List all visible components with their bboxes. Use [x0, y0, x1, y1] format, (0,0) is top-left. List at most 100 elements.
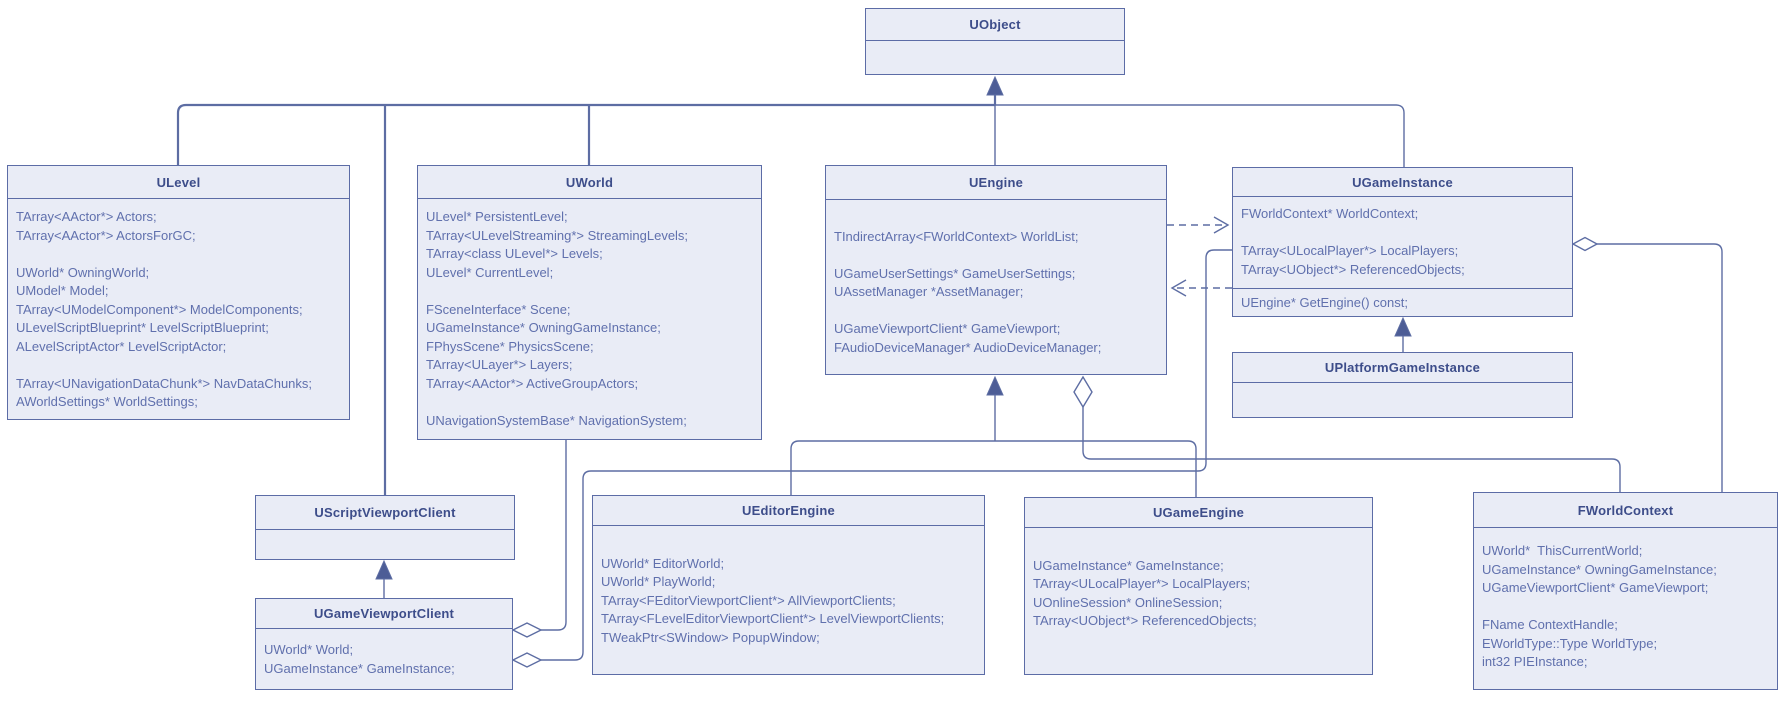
connector-line[interactable]: [541, 440, 567, 631]
class-member-line: UWorld* EditorWorld;: [601, 555, 725, 571]
class-box-uobject[interactable]: UObject: [865, 8, 1125, 75]
inheritance-arrowhead-icon: [375, 559, 393, 580]
aggregation-diamond-icon: [511, 652, 543, 668]
class-title-uobject: UObject: [866, 9, 1124, 41]
dependency-arrowhead-icon: [1213, 216, 1230, 234]
class-member-line: FAudioDeviceManager* AudioDeviceManager;: [834, 339, 1102, 355]
class-section-ulevel-0: TArray<AActor*> Actors;TArray<AActor*> A…: [8, 199, 349, 412]
class-member-line: TIndirectArray<FWorldContext> WorldList;: [834, 228, 1079, 244]
class-member-line: TArray<UNavigationDataChunk*> NavDataChu…: [16, 375, 313, 391]
class-member-line: EWorldType::Type WorldType;: [1482, 635, 1658, 651]
connector-line[interactable]: [176, 103, 995, 165]
class-member-line: UGameInstance* OwningGameInstance;: [426, 320, 661, 335]
class-member-line: [426, 393, 761, 412]
class-section-uworld-0: ULevel* PersistentLevel;TArray<ULevelStr…: [418, 199, 761, 430]
aggregation-diamond-icon: [1571, 236, 1599, 252]
connector-generalization-platformgameinstance-to-gameinstance[interactable]: [1394, 316, 1412, 352]
class-member-line: [834, 209, 1166, 228]
class-member-line: ALevelScriptActor* LevelScriptActor;: [16, 338, 227, 354]
class-section-ugameinstance-0: FWorldContext* WorldContext;TArray<ULoca…: [1233, 197, 1572, 288]
connector-line[interactable]: [995, 104, 1405, 167]
class-section-fworldcontext-0: UWorld* ThisCurrentWorld;UGameInstance* …: [1474, 528, 1777, 672]
class-member-line: [834, 246, 1166, 265]
class-member-line: TArray<FEditorViewportClient*> AllViewpo…: [601, 592, 896, 608]
class-title-ulevel: ULevel: [8, 166, 349, 199]
class-section-ugameengine-0: UGameInstance* GameInstance;TArray<ULoca…: [1025, 528, 1372, 631]
class-member-line: [426, 282, 761, 301]
class-member-line: AWorldSettings* WorldSettings;: [16, 394, 198, 409]
class-member-line: UModel* Model;: [16, 283, 109, 298]
class-section-ueditorengine-0: UWorld* EditorWorld; UWorld* PlayWorld; TA…: [593, 526, 984, 647]
connector-line[interactable]: [790, 440, 1197, 497]
connector-generalization-gameviewport-to-scriptviewport[interactable]: [375, 559, 393, 598]
class-member-line: UEngine* GetEngine() const;: [1241, 295, 1408, 310]
class-member-line: TWeakPtr<SWindow> PopupWindow;: [601, 629, 820, 645]
class-member-line: UGameViewportClient* GameViewport;: [1482, 580, 1709, 595]
connector-aggregation-ugameviewportclient-world-uworld[interactable]: [511, 440, 567, 638]
class-member-line: FPhysScene* PhysicsScene;: [426, 338, 594, 354]
class-member-line: UNavigationSystemBase* NavigationSystem;: [426, 412, 687, 428]
connector-line[interactable]: [1082, 407, 1621, 492]
aggregation-diamond-icon: [511, 622, 543, 638]
class-member-line: ULevel* CurrentLevel;: [426, 264, 554, 280]
connector-dependency-uengine-to-ugameinstance[interactable]: [1167, 216, 1230, 234]
connector-aggregation-ugameinstance-worldcontext-fworldcontext[interactable]: [1571, 236, 1723, 493]
inheritance-arrowhead-icon: [1394, 316, 1412, 337]
class-member-line: TArray<UObject*> ReferencedObjects;: [1033, 613, 1257, 628]
connector-line[interactable]: [541, 249, 1232, 661]
class-title-uscriptviewportclient: UScriptViewportClient: [256, 496, 514, 530]
class-title-uworld: UWorld: [418, 166, 761, 199]
class-member-line: TArray<FLevelEditorViewportClient*> Leve…: [601, 611, 945, 626]
class-member-line: FSceneInterface* Scene;: [426, 301, 571, 317]
class-member-line: TArray<ULayer*> Layers;: [426, 357, 573, 372]
class-member-line: UAssetManager *AssetManager;: [834, 284, 1024, 299]
class-title-ueditorengine: UEditorEngine: [593, 496, 984, 526]
class-member-line: TArray<AActor*> ActorsForGC;: [16, 227, 196, 243]
connector-generalization-engines-to-uengine[interactable]: [790, 375, 1197, 497]
class-member-line: ULevelScriptBlueprint* LevelScriptBluepr…: [16, 320, 269, 335]
connector-line[interactable]: [1597, 243, 1723, 492]
class-title-uplatformgameinstance: UPlatformGameInstance: [1233, 353, 1572, 383]
class-member-line: TArray<UModelComponent*> ModelComponents…: [16, 301, 303, 317]
class-member-line: TArray<ULocalPlayer*> LocalPlayers;: [1033, 576, 1251, 591]
class-title-fworldcontext: FWorldContext: [1474, 493, 1777, 528]
class-member-line: [1241, 224, 1572, 243]
class-member-line: UGameInstance* GameInstance;: [264, 660, 455, 676]
class-title-ugameinstance: UGameInstance: [1233, 168, 1572, 197]
connector-generalization-bus-to-uobject[interactable]: [176, 75, 1405, 495]
class-member-line: UGameInstance* OwningGameInstance;: [1482, 561, 1717, 577]
class-section-ugameviewportclient-0: UWorld* World; UGameInstance* GameInstanc…: [256, 629, 512, 678]
class-box-uscriptviewportclient[interactable]: UScriptViewportClient: [255, 495, 515, 560]
class-member-line: UGameUserSettings* GameUserSettings;: [834, 265, 1076, 281]
class-title-uengine: UEngine: [826, 166, 1166, 200]
class-member-line: TArray<ULocalPlayer*> LocalPlayers;: [1241, 243, 1459, 258]
class-member-line: FName ContextHandle;: [1482, 617, 1618, 632]
class-member-line: UWorld* World;: [264, 642, 354, 657]
class-member-line: [1033, 538, 1372, 557]
dependency-arrowhead-icon: [1170, 279, 1187, 297]
class-section-ugameinstance-1: UEngine* GetEngine() const;: [1233, 288, 1572, 318]
class-member-line: TArray<class ULevel*> Levels;: [426, 246, 603, 261]
connector-aggregation-ugameviewportclient-gameinstance-ugameinstance[interactable]: [511, 249, 1232, 668]
class-box-uplatformgameinstance[interactable]: UPlatformGameInstance: [1232, 352, 1573, 418]
class-member-line: UOnlineSession* OnlineSession;: [1033, 594, 1223, 610]
class-member-line: int32 PIEInstance;: [1482, 654, 1588, 669]
class-member-line: [16, 356, 349, 375]
class-section-uengine-0: TIndirectArray<FWorldContext> WorldList;…: [826, 200, 1166, 357]
class-member-line: TArray<AActor*> ActiveGroupActors;: [426, 375, 639, 391]
class-member-line: ULevel* PersistentLevel;: [426, 209, 568, 224]
connector-dependency-ugameinstance-getengine-to-uengine[interactable]: [1170, 279, 1232, 297]
connector-aggregation-uengine-worldlist-fworldcontext[interactable]: [1073, 375, 1621, 492]
class-member-line: [1482, 598, 1777, 617]
class-member-line: [834, 302, 1166, 321]
class-member-line: UWorld* PlayWorld;: [601, 574, 716, 589]
